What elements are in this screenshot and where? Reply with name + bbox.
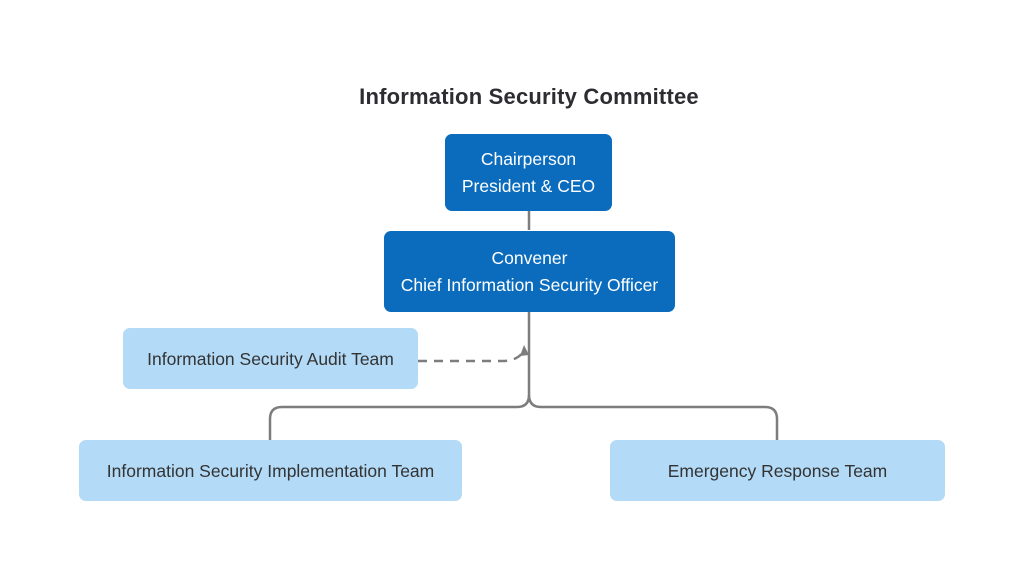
dashed-edge-arrowhead-icon (520, 345, 529, 356)
edge-convener-emergency (527, 394, 779, 440)
diagram-title: Information Security Committee (359, 84, 699, 109)
node-chairperson: Chairperson President & CEO (445, 134, 612, 211)
node-implementation-team-label: Information Security Implementation Team (106, 460, 435, 481)
node-convener-role: Convener (491, 247, 568, 268)
node-chairperson-role: Chairperson (480, 148, 577, 169)
node-audit-team-label: Information Security Audit Team (147, 348, 394, 369)
node-audit-team: Information Security Audit Team (123, 328, 418, 389)
edge-audit-trunk-dashed (418, 351, 525, 363)
node-convener-position: Chief Information Security Officer (400, 274, 659, 295)
node-emergency-response-team-label: Emergency Response Team (667, 460, 888, 481)
node-chairperson-position: President & CEO (461, 175, 596, 196)
node-emergency-response-team: Emergency Response Team (610, 440, 945, 501)
node-implementation-team: Information Security Implementation Team (79, 440, 462, 501)
node-convener: Convener Chief Information Security Offi… (384, 231, 675, 312)
